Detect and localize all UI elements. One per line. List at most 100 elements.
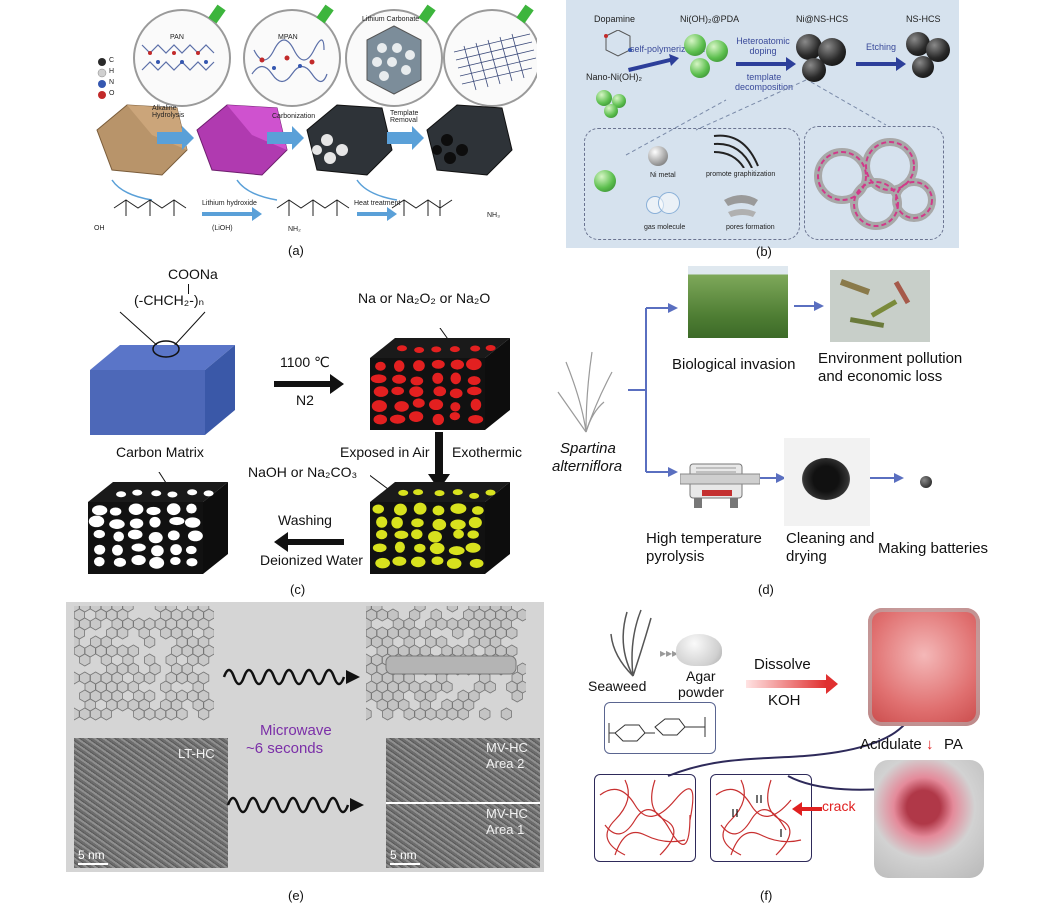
chem-nh3: NH₃ <box>487 212 500 219</box>
ns-hcs-sphere <box>912 56 934 78</box>
deionized-label: Deionized Water <box>260 552 363 568</box>
network-box-right <box>710 774 812 862</box>
exposure-arrow <box>428 432 450 490</box>
bio-invasion-label: Biological invasion <box>672 356 796 373</box>
panel-f-caption: (f) <box>760 888 773 903</box>
washing-label: Washing <box>278 512 332 528</box>
batteries-label: Making batteries <box>878 540 989 557</box>
ni-metal-sphere <box>648 146 668 166</box>
label-template-decomposition: template decomposition <box>734 72 794 92</box>
label-pores-formation: pores formation <box>726 224 775 231</box>
scale-right: 5 nm <box>390 848 420 865</box>
pollution-line1: Environment pollution <box>818 350 963 367</box>
formula-coona: COONa <box>168 266 218 282</box>
carbon-matrix-label: Carbon Matrix <box>116 444 204 460</box>
legend-o: O <box>109 90 115 97</box>
gas-label: N2 <box>296 392 314 408</box>
carbon-powder-photo <box>784 438 870 526</box>
dissolve-arrow <box>746 680 826 688</box>
label-self-polymerization: self-polymerization <box>630 44 706 54</box>
cleaning-line1: Cleaning and <box>786 530 875 547</box>
seaweed-label: Seaweed <box>588 678 647 694</box>
tem-image-mv-hc-area1 <box>386 804 540 868</box>
network-box-left <box>594 774 696 862</box>
pa-label: PA <box>944 736 963 753</box>
yellow-block <box>370 474 510 574</box>
panel-b: Dopamine Nano-Ni(OH)₂ self-polymerizatio… <box>566 0 961 262</box>
label-promote-graphitization: promote graphitization <box>706 171 776 178</box>
formula-chain: (-CHCH₂-)ₙ <box>134 292 205 308</box>
grassland-photo <box>688 266 788 338</box>
tem-divider <box>386 802 540 804</box>
plant-name-line2: alterniflora <box>552 458 623 475</box>
lt-hc-label: LT-HC <box>178 746 215 761</box>
legend-n: N <box>109 79 115 86</box>
reaction-heat-label: Heat treatment <box>354 200 401 207</box>
agar-line1: Agar <box>686 668 716 684</box>
panel-f: Seaweed ▸▸▸ Agar powder Dissolve KOH <box>578 602 1028 914</box>
mechanism-box-left <box>584 128 800 240</box>
crack-label: crack <box>822 798 856 814</box>
step-template-removal: Template Removal <box>390 110 419 124</box>
label-dopamine: Dopamine <box>594 14 636 24</box>
panel-e-caption: (e) <box>288 888 304 903</box>
ni-pda-sphere <box>690 58 710 78</box>
tem-image-lt-hc <box>74 738 228 868</box>
white-block <box>88 472 228 574</box>
cleaning-line2: drying <box>786 548 827 565</box>
agar-line2: powder <box>678 684 724 700</box>
mv-area2-line2: Area 2 <box>486 756 525 771</box>
blue-block-and-lens <box>90 311 235 435</box>
step-alkaline-hydrolysis: Alkaline Hydrolysis <box>152 105 185 119</box>
reaction-lioh-formula: (LiOH) <box>212 225 233 232</box>
dissolve-label: Dissolve <box>754 656 811 673</box>
heating-arrow <box>274 374 344 394</box>
nano-ni-sphere <box>596 90 612 106</box>
pollution-line2: and economic loss <box>818 368 943 385</box>
washing-arrow <box>274 532 344 552</box>
ni-seed-sphere <box>594 170 616 192</box>
mechanism-box-right <box>804 126 944 240</box>
cube-top <box>868 608 980 726</box>
pyrolysis-line2: pyrolysis <box>646 548 705 565</box>
agar-powder <box>676 634 722 666</box>
dissolve-arrow-head <box>826 674 838 694</box>
acidulate-label: Acidulate <box>860 736 922 753</box>
panel-a-caption: (a) <box>288 243 304 258</box>
label-ni-ns-hcs: Ni@NS-HCS <box>796 14 849 24</box>
pyrolysis-line1: High temperature <box>646 530 762 547</box>
tem-image-mv-hc-area2 <box>386 738 540 802</box>
panel-a: PAN MPAN Lithium Carbonate C H N O Alkal… <box>92 0 537 260</box>
label-nano-ni: Nano-Ni(OH)₂ <box>586 72 642 82</box>
step-carbonization: Carbonization <box>272 113 316 120</box>
circle-label-mpan: MPAN <box>278 34 298 41</box>
ni-pda-sphere <box>684 34 706 56</box>
chem-oh: OH <box>94 225 105 232</box>
legend-h: H <box>109 68 115 75</box>
formula-bond-line <box>188 284 189 294</box>
label-gas-molecule: gas molecule <box>644 224 686 231</box>
crack-arrow <box>792 802 822 816</box>
hex-structure-right <box>366 606 526 721</box>
microwave-line2: ~6 seconds <box>246 740 324 757</box>
nano-ni-sphere <box>612 94 626 108</box>
mv-area2-line1: MV-HC <box>486 740 528 755</box>
panel-b-caption: (b) <box>756 244 772 259</box>
plant-name-line1: Spartina <box>560 440 616 457</box>
circle-label-pan: PAN <box>170 34 184 41</box>
label-ni-pda: Ni(OH)₂@PDA <box>680 14 740 24</box>
ni-pda-sphere <box>706 40 728 62</box>
koh-label: KOH <box>768 692 801 709</box>
mv-area1-line1: MV-HC <box>486 806 528 821</box>
circle-label-lithium-carbonate: Lithium Carbonate <box>362 16 420 23</box>
panel-d: Spartina alterniflora Biological invasio… <box>548 262 1008 602</box>
label-ns-hcs: NS-HCS <box>906 14 941 24</box>
label-ni-metal: Ni metal <box>650 172 676 179</box>
hex-structure-left <box>74 606 214 721</box>
gas-molecule-bubble <box>658 192 680 214</box>
label-etching: Etching <box>866 42 897 52</box>
cube-bottom <box>874 760 984 878</box>
spartina-plant <box>557 351 613 433</box>
naoh-label: NaOH or Na₂CO₃ <box>248 464 358 480</box>
label-heteroatomic-doping: Heteroatomic doping <box>736 36 790 56</box>
